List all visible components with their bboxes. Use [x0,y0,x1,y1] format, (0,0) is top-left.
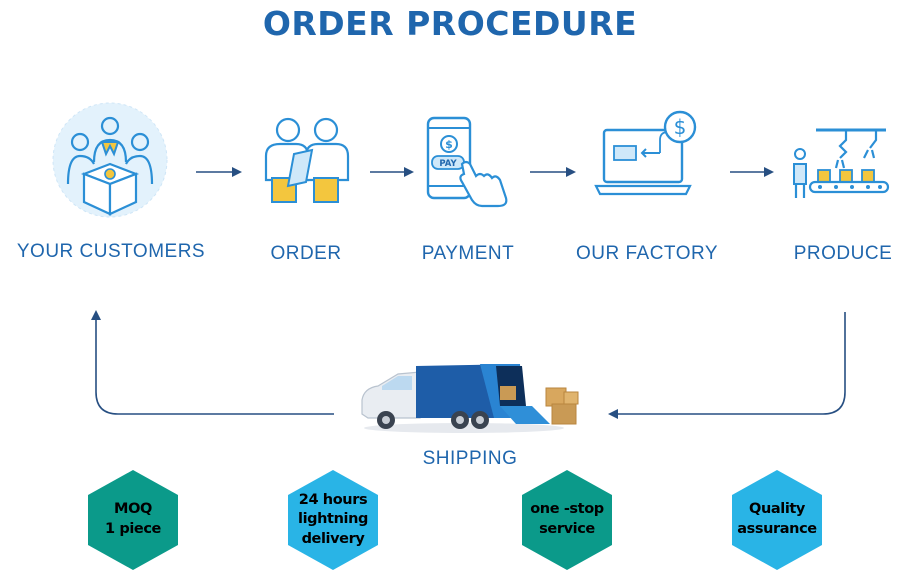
people-clipboard-icon [264,117,350,203]
step-label-produce: PRODUCE [793,243,893,264]
feature-text-one-stop: one -stop service [530,501,604,537]
step-label-shipping: SHIPPING [422,448,518,469]
svg-text:$: $ [674,115,687,139]
phone-pay-icon: $ PAY [426,116,508,208]
step-label-payment: PAYMENT [421,243,515,264]
page-title: ORDER PROCEDURE [262,4,638,43]
laptop-dollar-icon: $ [594,110,697,196]
feature-text-delivery: 24 hours lightning delivery [298,491,368,547]
feature-text-quality: Quality assurance [737,501,817,537]
step-label-your-customers: YOUR CUSTOMERS [16,241,206,262]
customers-box-icon [52,102,168,218]
svg-text:$: $ [445,138,453,151]
delivery-truck-icon [361,364,579,433]
svg-text:PAY: PAY [439,159,457,169]
arrow-produce-to-shipping [608,312,846,419]
step-label-order: ORDER [270,243,342,264]
step-label-our-factory: OUR FACTORY [575,243,719,264]
arrow-shipping-to-customers [91,310,334,415]
assembly-line-icon [793,128,890,198]
feature-text-moq: MOQ 1 piece [105,501,161,537]
